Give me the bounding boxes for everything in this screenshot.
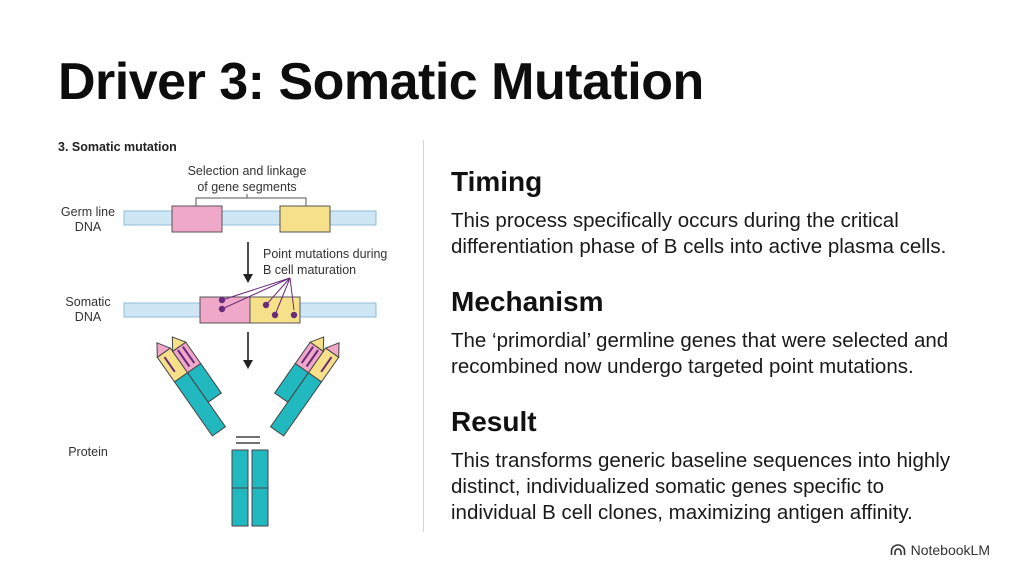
result-text: This transforms generic baseline sequenc…: [451, 448, 991, 526]
notebooklm-icon: [890, 544, 905, 555]
logo-text: NotebookLM: [910, 542, 990, 558]
germline-label-line2: DNA: [75, 220, 102, 234]
protein-label: Protein: [68, 445, 108, 459]
germline-segment-yellow: [279, 205, 331, 233]
mechanism-heading: Mechanism: [451, 286, 604, 317]
mechanism-section: Mechanism The ‘primordial’ germline gene…: [451, 288, 991, 380]
mutation-pointer-lines: [221, 277, 295, 316]
timing-line2: differentiation phase of B cells into ac…: [451, 235, 947, 258]
somatic-label-line1: Somatic: [65, 295, 110, 309]
mutation-dots: [218, 296, 298, 319]
slide-title: Driver 3: Somatic Mutation: [58, 53, 704, 111]
result-line2: distinct, individualized somatic genes s…: [451, 475, 884, 498]
point-mutation-label-line2: B cell maturation: [263, 263, 356, 277]
mechanism-line2: recombined now undergo targeted point mu…: [451, 355, 914, 378]
somatic-mutation-diagram: 3. Somatic mutation Selection and linkag…: [58, 140, 387, 527]
antibody-protein: [156, 336, 340, 527]
timing-line1: This process specifically occurs during …: [451, 209, 899, 232]
somatic-label-line2: DNA: [75, 310, 102, 324]
arrow-head-1: [243, 274, 253, 283]
diagram-heading: 3. Somatic mutation: [58, 140, 177, 154]
result-line3: individual B cell clones, maximizing ant…: [451, 501, 913, 524]
notebooklm-logo: NotebookLM: [890, 542, 990, 558]
selection-label-line2: of gene segments: [197, 180, 296, 194]
result-heading: Result: [451, 406, 537, 437]
timing-section: Timing This process specifically occurs …: [451, 168, 991, 260]
mechanism-text: The ‘primordial’ germline genes that wer…: [451, 328, 991, 380]
germline-segment-pink: [171, 205, 223, 233]
mechanism-line1: The ‘primordial’ germline genes that wer…: [451, 329, 949, 352]
timing-heading: Timing: [451, 166, 543, 197]
timing-text: This process specifically occurs during …: [451, 208, 991, 260]
germline-dna-strand: [123, 210, 377, 226]
result-line1: This transforms generic baseline sequenc…: [451, 449, 951, 472]
somatic-segment-yellow: [249, 296, 301, 324]
result-section: Result This transforms generic baseline …: [451, 408, 991, 526]
germline-label-line1: Germ line: [61, 205, 115, 219]
selection-bracket: [195, 194, 307, 206]
point-mutation-label-line1: Point mutations during: [263, 247, 387, 261]
selection-label-line1: Selection and linkage: [188, 164, 307, 178]
column-divider: [423, 140, 424, 532]
arrow-head-2: [243, 360, 253, 369]
